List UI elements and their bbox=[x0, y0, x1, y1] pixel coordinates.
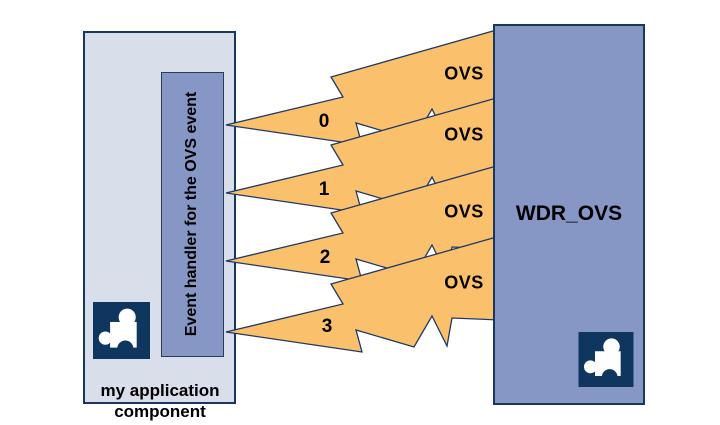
event-number-1: 1 bbox=[318, 179, 330, 200]
event-handler-bar bbox=[161, 72, 224, 357]
wdr-ovs-label: WDR_OVS bbox=[515, 202, 623, 225]
event-number-2: 2 bbox=[319, 247, 331, 268]
event-number-3: 3 bbox=[321, 316, 333, 337]
event-ovs-label-2: OVS bbox=[444, 201, 484, 222]
event-ovs-label-3: OVS bbox=[444, 272, 484, 293]
event-ovs-label-0: OVS bbox=[444, 63, 484, 84]
application-component-label: my application component bbox=[100, 381, 220, 422]
event-number-0: 0 bbox=[318, 111, 330, 132]
application-component-box: Event handler for the OVS event my appli… bbox=[83, 31, 236, 421]
puzzle-piece-icon bbox=[578, 332, 634, 387]
event-ovs-label-1: OVS bbox=[444, 124, 484, 145]
puzzle-piece-icon bbox=[93, 302, 150, 359]
lightning-bolt-arrow-3 bbox=[225, 235, 501, 353]
wdr-ovs-box: WDR_OVS bbox=[493, 24, 645, 405]
